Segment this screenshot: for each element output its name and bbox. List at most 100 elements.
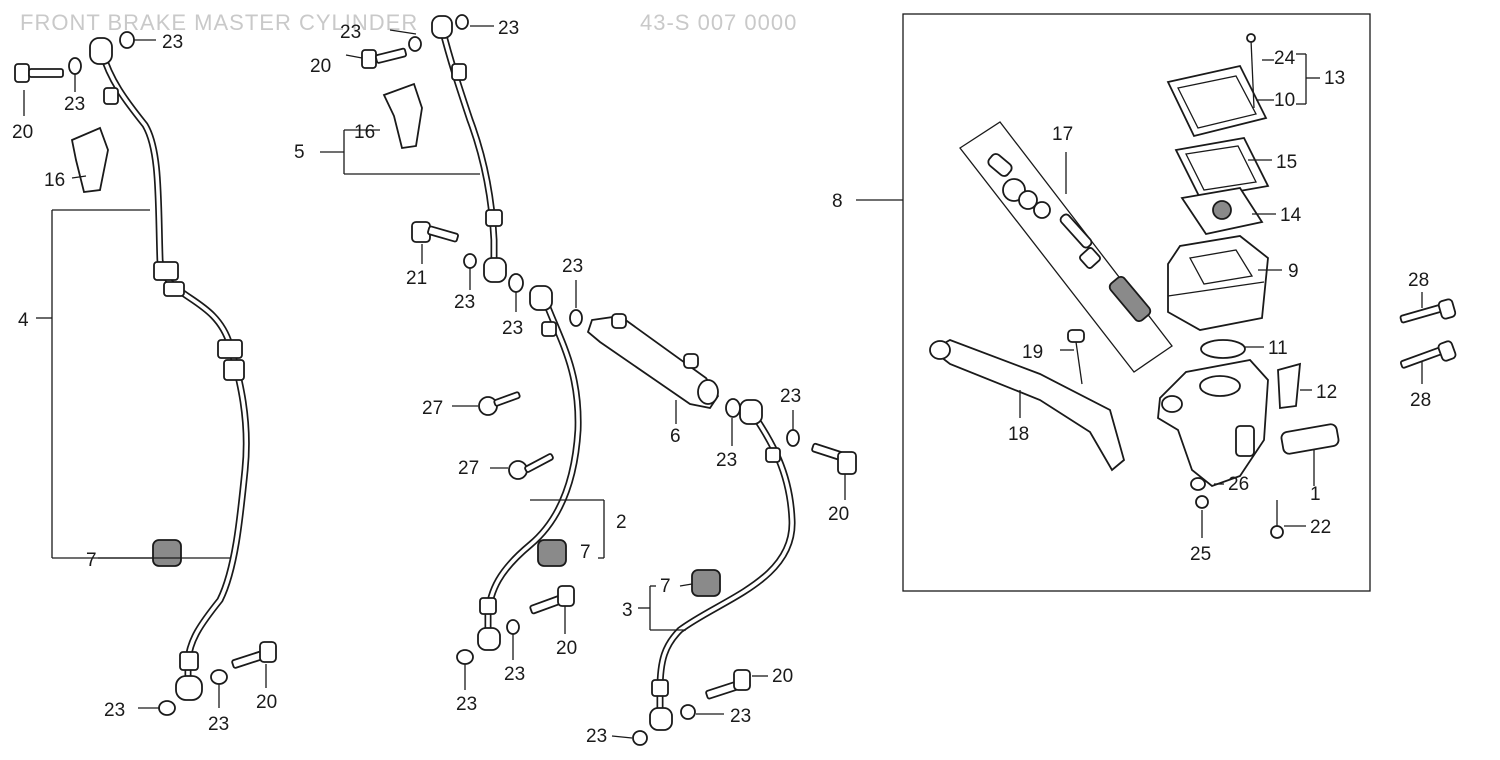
washer-icon [463,253,477,269]
callout-14: 14 [1280,205,1302,226]
callout-25: 25 [1190,544,1211,565]
grommet-icon [152,539,182,567]
callout-22: 22 [1310,517,1331,538]
callout-20: 20 [556,638,577,659]
callout-27: 27 [458,458,479,479]
callout-23: 23 [562,256,583,277]
callout-5: 5 [294,142,305,163]
bolt-icon [508,460,528,480]
reservoir-body-icon [1167,235,1269,331]
reservoir-cap-icon [1166,64,1268,138]
callout-13: 13 [1324,68,1345,89]
diagram-header-code: 43-S 007 0000 [640,10,797,35]
callout-12: 12 [1316,382,1337,403]
callout-23: 23 [64,94,85,115]
callout-23: 23 [498,18,519,39]
callout-20: 20 [828,504,849,525]
callout-10: 10 [1274,90,1295,111]
hose-assembly-2 [456,285,605,665]
callout-23: 23 [454,292,475,313]
brake-lever-icon [930,339,1126,472]
callout-16: 16 [354,122,375,143]
bolt-icon [14,63,30,83]
diagram-header-title: FRONT BRAKE MASTER CYLINDER [20,10,418,35]
banjo-fitting [529,285,553,311]
washer-icon [506,619,520,635]
piston-spring-icon [1108,275,1152,323]
callout-17: 17 [1052,124,1073,145]
boot-icon [70,126,109,193]
washer-icon [632,730,648,746]
washer-icon [408,36,422,52]
callout-23: 23 [504,664,525,685]
callout-24: 24 [1274,48,1296,69]
callout-20: 20 [12,122,33,143]
washer-icon [508,273,524,293]
banjo-fitting [89,37,113,65]
callout-8: 8 [832,191,843,212]
callout-15: 15 [1276,152,1297,173]
callout-23: 23 [780,386,801,407]
washer-icon [158,700,176,716]
nut-icon [1195,495,1209,509]
callout-9: 9 [1288,261,1299,282]
callout-28: 28 [1408,270,1429,291]
screw-28-group [1399,298,1457,369]
callout-1: 1 [1310,484,1321,505]
washer-icon [455,14,469,30]
callout-23: 23 [586,726,607,747]
washer-icon [786,429,800,447]
callout-23: 23 [716,450,737,471]
callout-20: 20 [256,692,277,713]
washer-icon [456,649,474,665]
callout-23: 23 [340,22,361,43]
bolt-icon [361,49,377,69]
washer-icon [119,31,135,49]
hose-assembly-4 [14,31,277,716]
callout-23: 23 [208,714,229,735]
callout-2: 2 [616,512,627,533]
callout-28: 28 [1410,390,1431,411]
washer-icon [210,669,228,685]
washer-icon [68,57,82,75]
callout-26: 26 [1228,474,1249,495]
banjo-fitting [649,707,673,731]
callout-18: 18 [1008,424,1029,445]
master-cylinder-assembly-8 [856,13,1371,592]
callout-21: 21 [406,268,427,289]
brake-joint-6 [586,313,720,424]
callout-16: 16 [44,170,65,191]
grommet-icon [537,539,567,567]
callout-23: 23 [104,700,125,721]
callout-4: 4 [18,310,29,331]
leader-lines [23,25,1423,739]
callout-23: 23 [456,694,477,715]
callout-6: 6 [670,426,681,447]
callout-23: 23 [502,318,523,339]
callout-20: 20 [772,666,793,687]
callout-7: 7 [86,550,97,571]
boot-icon [382,82,423,150]
banjo-fitting [483,257,507,283]
banjo-fitting [739,399,763,425]
callout-7: 7 [580,542,591,563]
brake-switch-icon [1280,423,1340,455]
callout-3: 3 [622,600,633,621]
callout-labels: 20 23 23 16 4 7 23 23 20 23 23 20 5 16 2… [12,18,1431,747]
callout-27: 27 [422,398,443,419]
callout-7: 7 [660,576,671,597]
washer-icon [680,704,696,720]
hose-assembly-3 [632,398,857,746]
callout-19: 19 [1022,342,1043,363]
washer-icon [1190,477,1206,491]
assembly-frame [902,13,1371,592]
o-ring-icon [1200,339,1246,359]
washer-icon [569,309,583,327]
callout-20: 20 [310,56,331,77]
grommet-icon [691,569,721,597]
callout-23: 23 [162,32,183,53]
bolt-27-group [478,391,554,480]
banjo-fitting [477,627,501,651]
banjo-fitting [175,675,203,701]
